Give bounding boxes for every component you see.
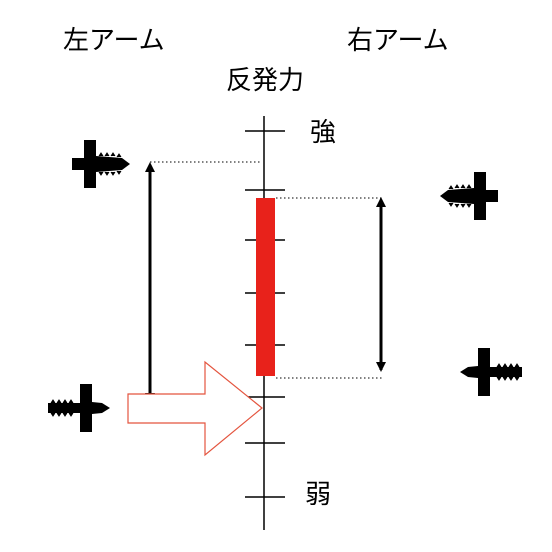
strong-label: 強 [310,118,337,148]
screw-icon [460,348,522,396]
left-arm-label: 左アーム [63,26,165,56]
weak-label: 弱 [305,480,332,510]
screw-icon [440,172,498,220]
reaction-force-label: 反発力 [226,66,305,96]
scale-ticks [245,130,285,498]
screw-icon [48,384,110,432]
reaction-force-bar [256,198,275,376]
outline-arrow-icon [127,360,263,457]
screw-icon [72,140,130,188]
right-arm-label: 右アーム [347,26,449,56]
